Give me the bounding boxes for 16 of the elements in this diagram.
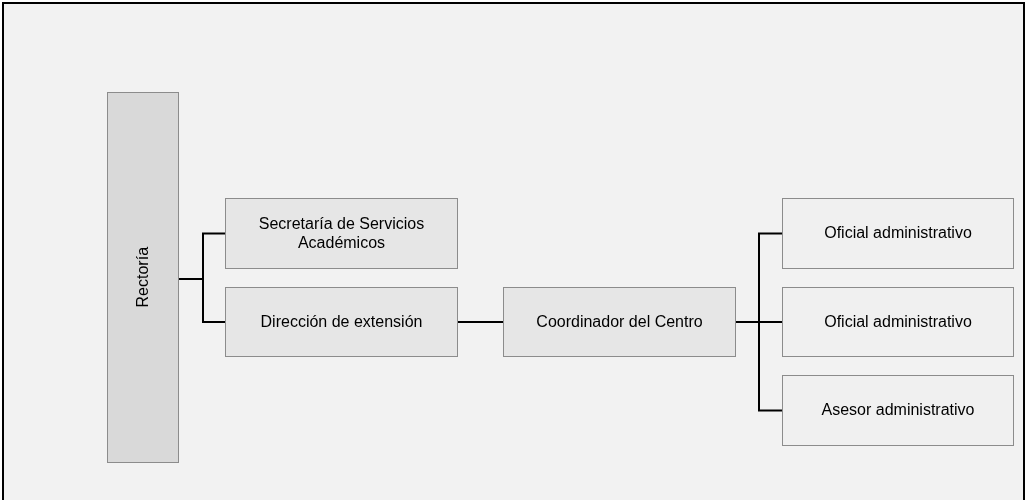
box-label: Coordinador del Centro [535,312,704,332]
org-box [782,375,1014,446]
box-label: Secretaría de Servicios Académicos [257,215,426,252]
org-box [782,198,1014,269]
connector-line [178,278,226,323]
org-box [225,198,458,269]
box-label: Oficial administrativo [823,224,973,243]
org-box [782,287,1014,357]
box-label: Asesor administrativo [820,401,976,420]
connector-line [457,321,504,323]
org-box [503,287,736,357]
vertical-box [107,92,179,463]
box-label: Dirección de extensión [259,312,424,332]
box-label: Rectoría [133,247,152,308]
box-label: Oficial administrativo [823,312,973,332]
org-box [225,287,458,357]
